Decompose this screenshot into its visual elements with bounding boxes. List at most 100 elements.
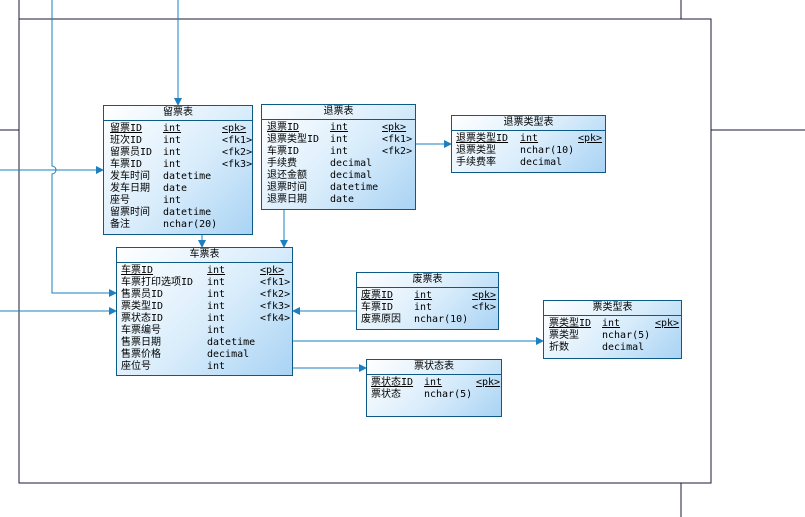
column-name: 退票日期 bbox=[267, 194, 307, 205]
table-rows: 票类型ID int <pk> 票类型 nchar(5) 折数 decimal bbox=[544, 316, 681, 354]
column-name: 留票ID bbox=[110, 123, 143, 134]
column-key: <pk> bbox=[382, 122, 407, 133]
column-name: 车票ID bbox=[110, 159, 143, 170]
table-row: 车票ID int <fk2> bbox=[262, 146, 415, 158]
column-name: 座号 bbox=[110, 195, 130, 206]
column-name: 发车时间 bbox=[110, 171, 150, 182]
table-row: 票状态ID int <fk4> bbox=[117, 313, 292, 325]
column-name: 票类型 bbox=[549, 330, 579, 341]
column-type: nchar(5) bbox=[602, 330, 651, 341]
column-type: int bbox=[330, 134, 349, 145]
column-key: <fk4> bbox=[260, 313, 291, 324]
column-type: date bbox=[330, 194, 355, 205]
column-type: nchar(20) bbox=[163, 219, 218, 230]
column-type: int bbox=[207, 289, 226, 300]
column-name: 折数 bbox=[549, 342, 569, 353]
table-title: 票类型表 bbox=[544, 301, 681, 316]
column-name: 退票类型 bbox=[456, 145, 496, 156]
column-name: 座位号 bbox=[121, 361, 151, 372]
column-key: <fk2> bbox=[382, 146, 413, 157]
column-key: <pk> bbox=[476, 377, 501, 388]
column-name: 票类型ID bbox=[121, 301, 164, 312]
column-key: <pk> bbox=[655, 318, 680, 329]
column-key: <pk> bbox=[578, 133, 603, 144]
column-name: 售票员ID bbox=[121, 289, 164, 300]
table-title: 退票表 bbox=[262, 105, 415, 120]
column-name: 车票ID bbox=[361, 302, 394, 313]
column-type: datetime bbox=[330, 182, 379, 193]
column-name: 车票ID bbox=[267, 146, 300, 157]
column-type: datetime bbox=[163, 171, 212, 182]
column-type: decimal bbox=[330, 158, 373, 169]
column-type: int bbox=[414, 302, 433, 313]
column-type: decimal bbox=[207, 349, 250, 360]
column-name: 票状态ID bbox=[121, 313, 164, 324]
column-name: 发车日期 bbox=[110, 183, 150, 194]
column-type: int bbox=[163, 135, 182, 146]
column-type: int bbox=[520, 133, 539, 144]
column-name: 废票ID bbox=[361, 290, 394, 301]
column-key: <fk2> bbox=[222, 147, 253, 158]
column-name: 手续费率 bbox=[456, 157, 496, 168]
table-row: 手续费 decimal bbox=[262, 158, 415, 170]
column-name: 手续费 bbox=[267, 158, 297, 169]
table-row: 发车时间 datetime bbox=[104, 171, 252, 183]
table-piaoleixing[interactable]: 票类型表 票类型ID int <pk> 票类型 nchar(5) 折数 decimal bbox=[543, 300, 682, 359]
column-type: nchar(10) bbox=[520, 145, 575, 156]
table-row: 票类型 nchar(5) bbox=[544, 330, 681, 342]
table-row: 退票日期 date bbox=[262, 194, 415, 206]
column-name: 退票ID bbox=[267, 122, 300, 133]
table-row: 票类型ID int <pk> bbox=[544, 318, 681, 330]
column-type: nchar(10) bbox=[414, 314, 469, 325]
column-key: <fk1> bbox=[382, 134, 413, 145]
column-key: <pk> bbox=[260, 265, 285, 276]
column-name: 车票编号 bbox=[121, 325, 161, 336]
column-type: int bbox=[163, 195, 182, 206]
column-key: <pk> bbox=[222, 123, 247, 134]
column-key: <fk3> bbox=[222, 159, 253, 170]
column-key: <fk> bbox=[472, 302, 497, 313]
column-type: int bbox=[207, 301, 226, 312]
table-row: 折数 decimal bbox=[544, 342, 681, 354]
column-type: int bbox=[602, 318, 621, 329]
column-name: 废票原因 bbox=[361, 314, 401, 325]
column-type: decimal bbox=[330, 170, 373, 181]
column-name: 票状态ID bbox=[371, 377, 414, 388]
table-row: 售票员ID int <fk2> bbox=[117, 289, 292, 301]
table-title: 废票表 bbox=[357, 273, 498, 288]
table-title: 票状态表 bbox=[367, 360, 501, 375]
column-type: int bbox=[330, 122, 349, 133]
column-type: int bbox=[330, 146, 349, 157]
column-type: int bbox=[207, 313, 226, 324]
column-name: 车票打印选项ID bbox=[121, 277, 194, 288]
column-name: 售票日期 bbox=[121, 337, 161, 348]
column-type: int bbox=[207, 361, 226, 372]
column-name: 票类型ID bbox=[549, 318, 592, 329]
column-name: 票状态 bbox=[371, 389, 401, 400]
column-type: int bbox=[163, 147, 182, 158]
column-type: int bbox=[207, 265, 226, 276]
column-key: <fk2> bbox=[260, 289, 291, 300]
column-type: decimal bbox=[602, 342, 645, 353]
